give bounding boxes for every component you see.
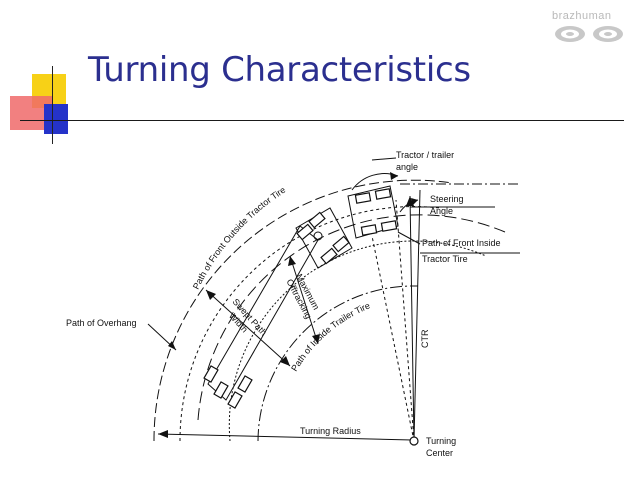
outer-tire-path-arc	[179, 206, 441, 442]
label-max-offtracking: Maximum Offtracking	[285, 272, 324, 320]
label-turning-center: Turning Center	[426, 436, 459, 458]
label-overhang: Path of Overhang	[66, 318, 137, 328]
label-turning-radius: Turning Radius	[300, 426, 361, 436]
tractor-cab	[347, 185, 399, 239]
decor-blue-square	[44, 104, 68, 134]
front-inside-path-arc	[228, 240, 487, 442]
label-steering-angle: Steering Angle	[430, 194, 466, 216]
overhang-path-arc	[153, 179, 453, 442]
inside-trailer-path-arc	[257, 285, 419, 442]
decor-vertical-line	[52, 66, 53, 144]
label-front-inside: Path of Front Inside Tractor Tire	[422, 238, 503, 264]
label-tractor-trailer-angle: Tractor / trailer angle	[396, 150, 457, 172]
front-outside-path-arc	[197, 214, 506, 421]
label-ctr: CTR	[420, 329, 430, 348]
brand-name: brazhuman	[552, 10, 612, 22]
label-front-outside: Path of Front Outside Tractor Tire	[191, 185, 287, 291]
brand-logo-icon	[555, 26, 623, 42]
title-rule	[20, 120, 624, 121]
slide-title: Turning Characteristics	[88, 50, 471, 90]
